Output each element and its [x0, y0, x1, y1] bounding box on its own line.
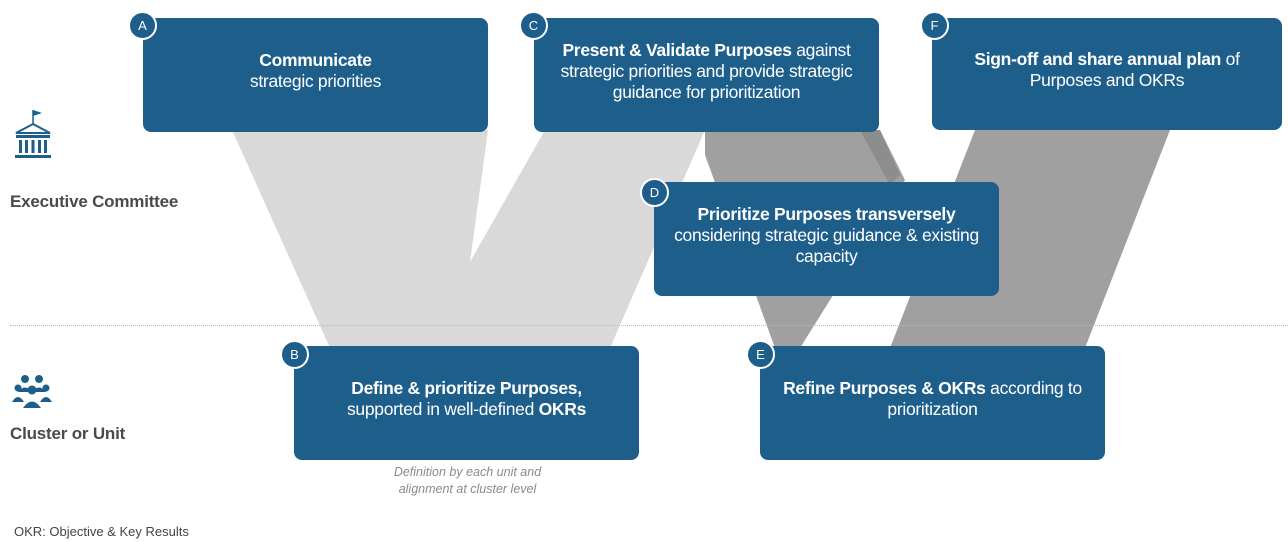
definition-note: Definition by each unit and alignment at… — [340, 464, 595, 498]
step-a-title: Communicate — [259, 50, 372, 70]
okr-footnote: OKR: Objective & Key Results — [14, 524, 189, 539]
role-label-executive: Executive Committee — [10, 192, 179, 211]
step-e-box: Refine Purposes & OKRs according to prio… — [760, 346, 1105, 460]
role-label-cluster: Cluster or Unit — [10, 424, 126, 443]
step-a-text: strategic priorities — [249, 71, 382, 91]
step-b-box: Define & prioritize Purposes, supported … — [294, 346, 639, 460]
definition-note-line2: alignment at cluster level — [398, 482, 537, 496]
step-b-okrs: OKRs — [538, 399, 587, 419]
step-d-badge: D — [640, 178, 669, 207]
step-f-box: Sign-off and share annual plan of Purpos… — [932, 18, 1282, 130]
step-c-badge: C — [519, 11, 548, 40]
step-d-text: considering strategic guidance & existin… — [674, 224, 979, 266]
step-e-title: Refine Purposes & OKRs — [783, 378, 986, 398]
step-e-badge: E — [746, 340, 775, 369]
step-b-title: Define & prioritize Purposes, — [351, 378, 582, 398]
definition-note-line1: Definition by each unit and — [393, 465, 542, 479]
dark-band-shade — [860, 130, 900, 185]
step-c-text: against strategic priorities and provide… — [560, 39, 853, 102]
people-group-icon — [12, 375, 52, 408]
step-a-badge: A — [128, 11, 157, 40]
step-c-box: Present & Validate Purposes against stra… — [534, 18, 879, 132]
step-f-title: Sign-off and share annual plan — [974, 49, 1222, 69]
step-b-text: supported in well-defined — [346, 399, 539, 419]
step-d-box: Prioritize Purposes transversely conside… — [654, 182, 999, 296]
step-b-badge: B — [280, 340, 309, 369]
government-building-icon — [15, 110, 51, 158]
step-a-box: Communicate strategic priorities — [143, 18, 488, 132]
step-f-badge: F — [920, 11, 949, 40]
step-e-text: according to prioritization — [887, 378, 1082, 419]
swimlane-divider — [10, 325, 1288, 326]
step-f-text: of Purposes and OKRs — [1029, 49, 1240, 90]
light-band — [232, 130, 705, 348]
step-d-title: Prioritize Purposes transversely — [697, 203, 956, 224]
step-c-title: Present & Validate Purposes — [562, 39, 792, 60]
